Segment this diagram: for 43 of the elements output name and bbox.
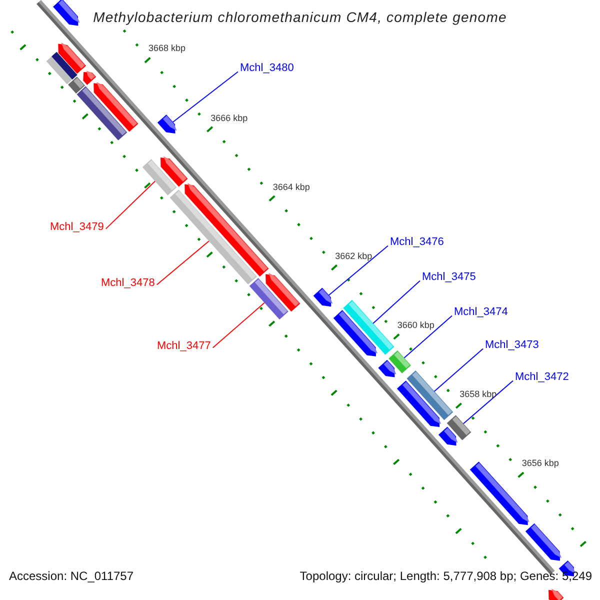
leader-line [404, 315, 452, 358]
scale-label: 3666 kbp [210, 112, 248, 124]
scale-label: 3656 kbp [522, 458, 559, 470]
gene-label: Mchl_3473 [485, 339, 539, 352]
leader-line [328, 245, 388, 296]
genome-summary: Topology: circular; Length: 5,777,908 bp; Genes: 5,249 [300, 569, 592, 583]
gene-segment [83, 70, 96, 85]
gene-segment [94, 82, 138, 132]
gene-segment [525, 523, 562, 561]
gene-label: Mchl_3479 [50, 221, 104, 234]
gene-label: Mchl_3476 [390, 236, 444, 249]
scale-label: 3660 kbp [397, 320, 434, 331]
scale-label: 3658 kbp [460, 389, 497, 400]
gene-segment [313, 288, 333, 307]
gene-segment [160, 156, 188, 187]
gene-segment [266, 272, 300, 312]
leader-line [462, 380, 514, 424]
gene-segment [396, 380, 442, 427]
gene-segment [157, 114, 177, 134]
scale-label: 3668 kbp [148, 43, 186, 54]
gene-label: Mchl_3478 [101, 277, 155, 290]
accession-text: Accession: NC_011757 [9, 569, 134, 583]
gene-segment [438, 426, 458, 446]
gene-segment [53, 0, 80, 26]
scale-label: 3664 kbp [272, 182, 310, 193]
leader-line [372, 280, 420, 324]
gene-segment [378, 360, 396, 378]
gene-label: Mchl_3477 [157, 340, 211, 353]
gene-label: Mchl_3472 [515, 371, 569, 384]
leader-line [156, 240, 210, 286]
gene-segment [548, 588, 564, 600]
gene-label: Mchl_3480 [240, 62, 294, 75]
gene-segment [51, 52, 78, 80]
gene-label: Mchl_3474 [454, 306, 508, 319]
gene-label: Mchl_3475 [422, 271, 476, 284]
gene-segment [184, 182, 269, 277]
gene-segment [333, 310, 378, 356]
scale-label: 3662 kbp [335, 250, 372, 262]
leader-line [212, 302, 265, 348]
gene-segment [46, 56, 72, 84]
leader-line [172, 71, 238, 123]
title: Methylobacterium chloromethanicum CM4, complete genome [93, 9, 507, 25]
leader-line [105, 180, 156, 230]
